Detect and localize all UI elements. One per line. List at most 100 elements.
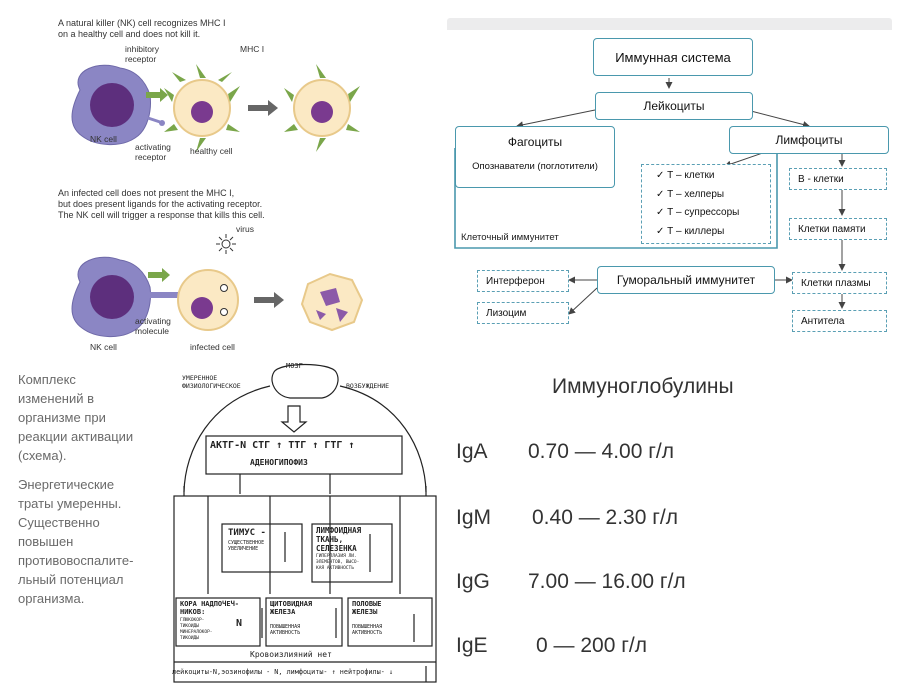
label-line: molecule [135,326,170,336]
scheme-lines [173,363,437,683]
label-line: ПОЛОВЫЕ [352,600,382,608]
label-line: activating [135,316,171,326]
healthy-cell-after [284,64,360,152]
box-lysozyme: Лизоцим [477,302,569,324]
t-cell-label: Т – супрессоры [667,207,740,218]
label-line: activating [135,142,171,152]
label-line: ЖЕЛЕЗА [270,608,296,616]
label-line: receptor [125,54,157,64]
label-line: НИКОВ: [180,608,206,616]
arrow-right-icon [248,100,278,116]
box-lymphocytes: Лимфоциты [729,126,889,154]
label-healthy-cell: healthy cell [190,146,233,156]
label-line: ТКАНЬ, [316,535,344,544]
label-line: УМЕРЕННОЕ [182,374,218,382]
thymus-note: СУЩЕСТВЕННОЕ УВЕЛИЧЕНИЕ [228,540,264,552]
immune-system-scheme: Иммунная система Лейкоциты Фагоциты Опоз… [447,18,892,352]
note-line: УВЕЛИЧЕНИЕ [228,546,259,552]
note-line: ТИКОИДЫ [180,636,199,641]
box-humoral-immunity: Гуморальный иммунитет [597,266,775,294]
label-line: inhibitory [125,44,160,54]
t-cell-label: Т – клетки [667,170,715,181]
caption-line: A natural killer (NK) cell recognizes MH… [58,18,226,28]
label-inhibitory-receptor: inhibitory receptor [125,44,159,64]
text-line: изменений в [18,391,95,406]
nk-nucleus [90,83,134,127]
label-line: СЕЛЕЗЕНКА [316,544,357,553]
healthy-cell [164,64,240,152]
label-infected-cell: infected cell [190,342,235,352]
label-thyroid: ЩИТОВИДНАЯ ЖЕЛЕЗА [270,600,312,616]
note-line: ПОВЫШЕННАЯ [352,624,383,630]
text-line: Существенно [18,515,100,530]
text-line: Энергетические [18,477,115,492]
adrenal-normal: N [236,618,243,629]
caption-line: An infected cell does not present the MH… [58,188,235,198]
activation-description: Комплекс изменений в организме при реакц… [18,370,133,608]
label-activating-molecule: activating molecule [135,316,171,336]
nk-infected-illustration [71,234,364,337]
note-line: ГИПЕРПЛАЗИЯ ЛИ. [316,554,357,559]
text-line: льный потенциал [18,572,124,587]
phagocytes-title: Фагоциты [507,135,563,149]
label-blood-counts: лейкоциты-N,эозинофилы - N, лимфоциты- ↑… [172,668,393,676]
label-hormones: АКТГ-N СТГ ↑ ТТГ ↑ ГТГ ↑ [210,440,355,451]
text-line: (схема). [18,448,67,463]
box-memory-cells: Клетки памяти [789,218,887,240]
label-moderate-excitation: УМЕРЕННОЕ ФИЗИОЛОГИЧЕСКОЕ [182,374,241,390]
text-line: повышен [18,534,74,549]
note-line: ПОВЫШЕННАЯ [270,624,301,630]
t-cell-label: Т – киллеры [667,225,725,237]
activating-receptor [147,116,161,124]
label-thymus: ТИМУС - [228,528,266,538]
label-line: ЩИТОВИДНАЯ [270,600,313,608]
note-line: АКТИВНОСТЬ [352,630,383,636]
infected-cell [177,269,239,331]
label-virus: virus [236,224,254,234]
ig-name: IgG [456,570,490,593]
note-line: АКТИВНОСТЬ [270,630,301,636]
virus-icon [216,234,236,254]
label-excitation: ВОЗБУЖДЕНИЕ [346,382,390,390]
description-paragraph-2: Энергетические траты умеренны. Существен… [18,475,133,608]
text-line: Комплекс [18,372,76,387]
lysed-cell [300,272,364,332]
note-line: СУЩЕСТВЕННОЕ [228,540,265,546]
nk-nucleus [90,275,134,319]
t-cell-item: ✓ Т – супрессоры [656,207,740,218]
caption-line: The NK cell will trigger a response that… [58,210,265,220]
arrow-right-icon [254,292,284,308]
scheme-canvas: Иммунная система Лейкоциты Фагоциты Опоз… [447,30,892,352]
note-line: ТИКОИДЫ [180,624,199,629]
label-hemorrhage: Кровоизлияний нет [250,650,332,659]
note-line: МИНЕРАЛОКОР- [180,630,213,635]
label-adenohypophysis: АДЕНОГИПОФИЗ [250,458,308,467]
box-plasma-cells: Клетки плазмы [792,272,887,294]
activating-molecule [148,292,178,298]
description-paragraph-1: Комплекс изменений в организме при реакц… [18,370,133,465]
t-cell-list: ✓ Т – клетки ✓ Т – хелперы ✓ Т – супресс… [656,167,739,241]
ig-range: 0.40 — 2.30 г/л [532,506,678,529]
adrenal-note: ГЛЮКОКОР- ТИКОИДЫ МИНЕРАЛОКОР- ТИКОИДЫ [180,618,213,642]
label-line: ЖЕЛЕЗЫ [352,608,378,616]
box-antibodies: Антитела [792,310,887,332]
box-phagocytes: Фагоциты Опознаватели (поглотители) [455,126,615,188]
box-b-cells: В - клетки [789,168,887,190]
caption-line: but does present ligands for the activat… [58,199,263,209]
label-adrenal: КОРА НАДПОЧЕЧ- НИКОВ: [180,600,239,616]
activating-receptor-tip [159,120,165,126]
note-line: КАЯ АКТИВНОСТЬ [316,566,354,571]
green-arrow-icon [148,268,170,282]
text-line: траты умеренны. [18,496,122,511]
label-mhc: MHC I [240,44,265,54]
text-line: организма. [18,591,85,606]
lymphoid-note: ГИПЕРПЛАЗИЯ ЛИ. ЭЛЕМЕНТОВ, ВЫСО- КАЯ АКТ… [316,554,359,572]
box-t-cells: ✓ Т – клетки ✓ Т – хелперы ✓ Т – супресс… [641,164,771,244]
ig-range: 0.70 — 4.00 г/л [528,440,674,463]
label-line: КОРА НАДПОЧЕЧ- [180,600,240,608]
immunoglobulins-title: Иммуноглобулины [552,375,734,398]
box-interferon: Интерферон [477,270,569,292]
text-line: реакции активации [18,429,134,444]
